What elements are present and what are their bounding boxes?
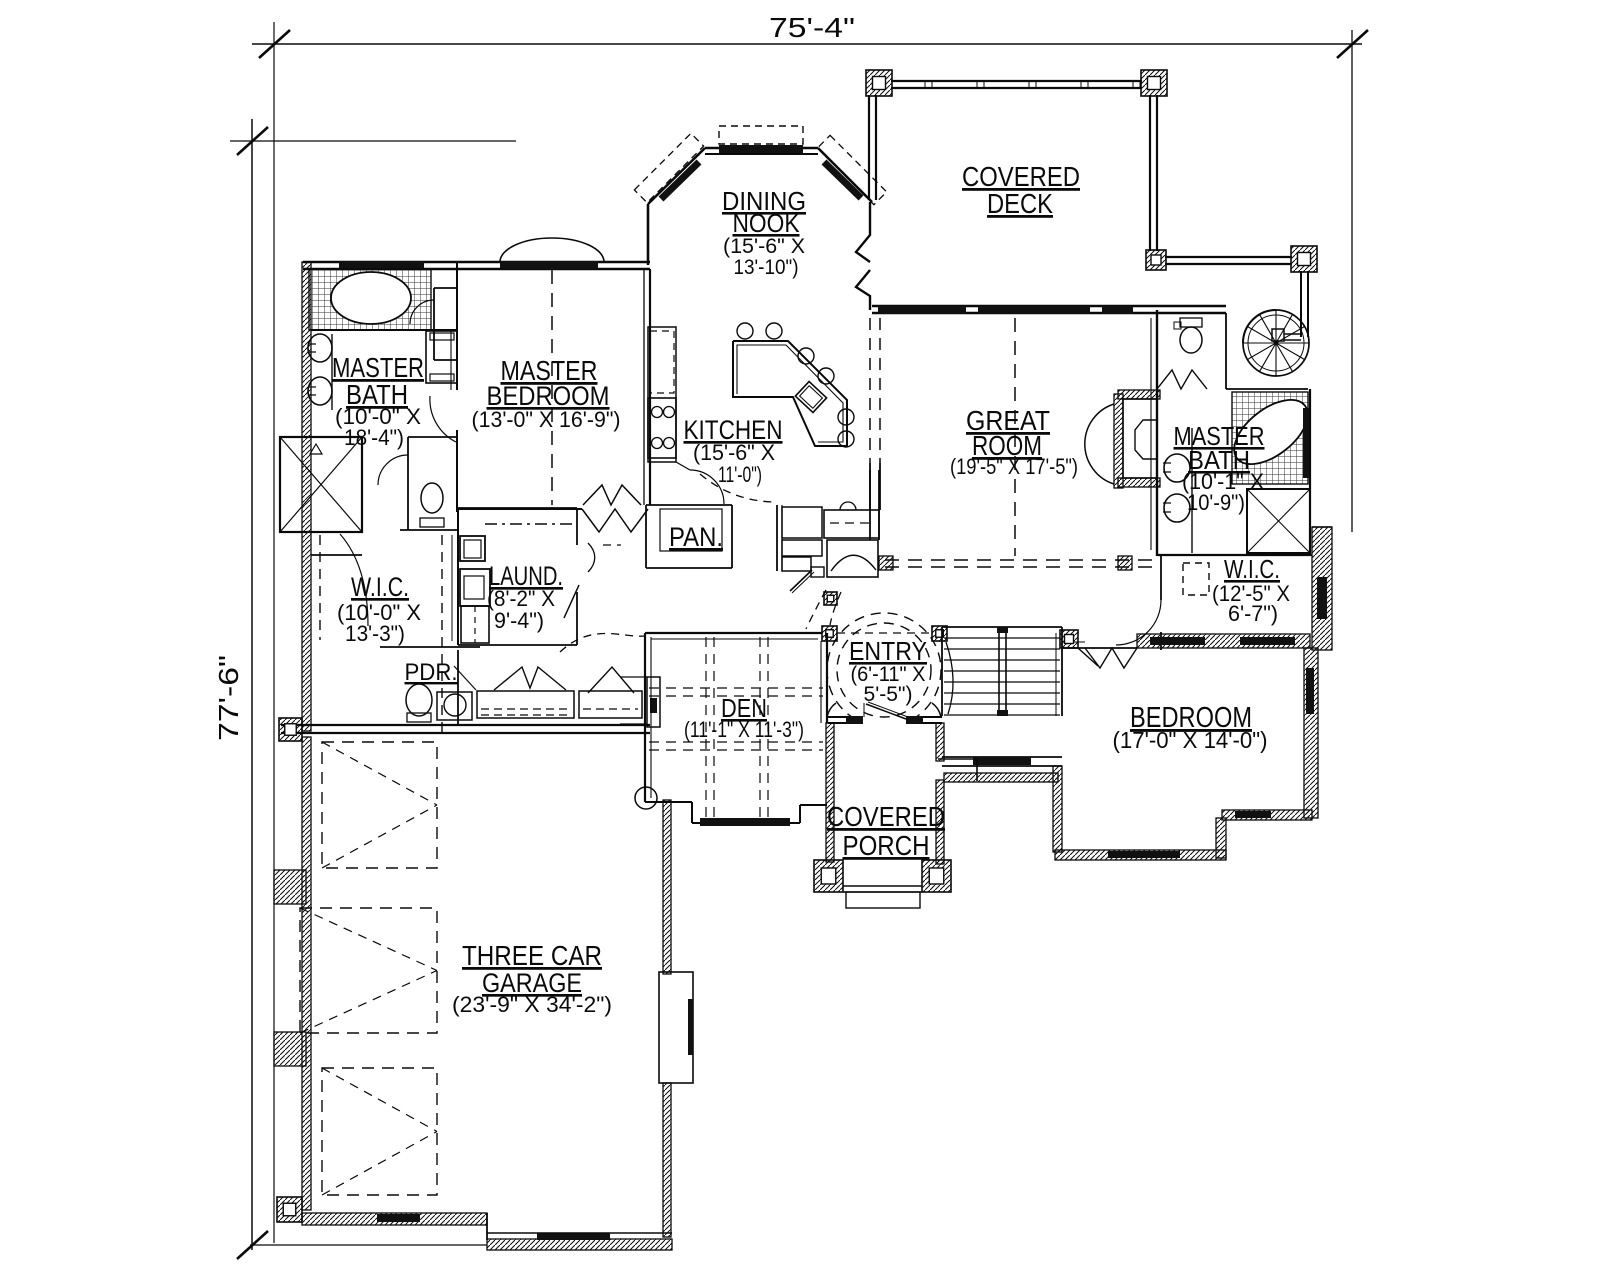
svg-text:(8'-2" X: (8'-2" X [487,586,555,611]
svg-text:(19'-5" X 17'-5"): (19'-5" X 17'-5") [950,454,1078,479]
svg-text:COVERED: COVERED [827,801,945,832]
svg-text:W.I.C.: W.I.C. [1224,554,1280,584]
svg-text:BEDROOM: BEDROOM [1130,702,1252,734]
svg-text:ROOM: ROOM [972,430,1042,461]
svg-text:77'-6": 77'-6" [213,655,244,741]
svg-text:DEN: DEN [721,693,767,723]
svg-text:10'-9"): 10'-9") [1187,490,1245,515]
svg-text:(17'-0" X 14'-0"): (17'-0" X 14'-0") [1113,727,1268,753]
svg-text:PDR.: PDR. [405,659,458,686]
svg-text:NOOK: NOOK [733,208,801,238]
svg-text:BEDROOM: BEDROOM [487,381,610,411]
svg-text:MASTER: MASTER [501,355,598,386]
svg-text:BATH: BATH [1188,445,1250,475]
svg-text:13'-3"): 13'-3") [345,621,405,646]
svg-text:(23'-9" X 34'-2"): (23'-9" X 34'-2") [452,992,612,1017]
svg-text:(12'-5" X: (12'-5" X [1212,581,1290,606]
svg-text:(15'-6" X: (15'-6" X [723,235,805,258]
svg-text:6'-7"): 6'-7") [1228,601,1278,626]
svg-text:(11'-1" X 11'-3"): (11'-1" X 11'-3") [684,717,804,742]
svg-text:DECK: DECK [987,188,1053,219]
svg-text:13'-10"): 13'-10") [734,256,799,279]
svg-text:KITCHEN: KITCHEN [684,415,783,445]
svg-text:COVERED: COVERED [962,161,1080,192]
svg-text:MASTER: MASTER [1174,421,1265,451]
svg-text:W.I.C.: W.I.C. [351,572,409,602]
svg-text:PAN.: PAN. [669,522,723,552]
svg-text:PORCH: PORCH [843,830,930,861]
svg-text:(10'-0" X: (10'-0" X [335,404,421,429]
svg-text:(6'-11" X: (6'-11" X [851,663,926,686]
svg-text:ENTRY: ENTRY [849,636,927,666]
svg-text:(15'-6" X: (15'-6" X [693,440,775,465]
svg-text:GREAT: GREAT [966,405,1050,436]
svg-text:11'-0"): 11'-0") [718,462,762,487]
svg-text:LAUND.: LAUND. [489,561,563,591]
svg-text:5'-5"): 5'-5") [864,683,913,706]
svg-text:(10'-0" X: (10'-0" X [337,600,421,625]
svg-text:(10'-1" X: (10'-1" X [1182,469,1264,494]
svg-text:(13'-0" X 16'-9"): (13'-0" X 16'-9") [472,407,621,432]
svg-text:BATH: BATH [346,379,408,410]
svg-text:9'-4"): 9'-4") [494,608,544,633]
svg-text:MASTER: MASTER [332,352,424,383]
svg-text:THREE CAR: THREE CAR [462,940,602,971]
svg-text:GARAGE: GARAGE [482,968,582,998]
svg-text:75'-4": 75'-4" [769,12,855,43]
svg-text:18'-4"): 18'-4") [344,425,404,450]
svg-text:DINING: DINING [722,186,806,216]
